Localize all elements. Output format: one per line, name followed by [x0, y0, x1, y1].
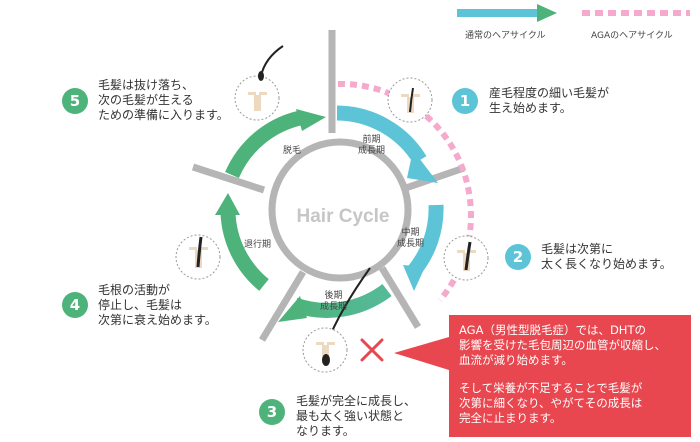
phase-spokes: [191, 30, 466, 342]
follicle-icon-1: [387, 77, 433, 123]
follicle-icon-2: [443, 235, 489, 281]
phase-middle-label: 中期成長期: [397, 228, 425, 249]
cycle-arrowhead-shedding: [296, 109, 326, 131]
cycle-arrowhead-late: [278, 296, 307, 322]
step-4-text: 毛根の活動が停止し、毛髪は次第に衰え始めます。: [98, 283, 217, 327]
cycle-arrowhead-regression: [215, 193, 240, 215]
aga-stop-cross-icon: [360, 338, 384, 362]
step-2-text: 毛髪は次第に太く長くなり始めます。: [541, 242, 672, 271]
center-circle: [268, 138, 412, 282]
step-1-text: 産毛程度の細い毛髪が生え始めます。: [489, 86, 610, 115]
phase-shedding-label: 脱毛: [283, 146, 302, 156]
step-5-badge: 5: [62, 88, 88, 114]
follicle-icon-3: [302, 327, 348, 373]
follicle-icon-4: [175, 234, 221, 280]
step-5-text: 毛髪は抜け落ち、次の毛髪が生えるための準備に入ります。: [98, 78, 229, 122]
legend-normal-arrow: [457, 4, 557, 22]
step-1-badge: 1: [452, 88, 478, 114]
cycle-arrowhead-early: [407, 150, 438, 183]
phase-early-label: 前期成長期: [358, 135, 386, 156]
legend-normal-label: 通常のヘアサイクル: [465, 31, 546, 41]
phase-regression-label: 退行期: [244, 240, 272, 250]
follicle-icon-5: [234, 45, 284, 121]
step-3-badge: 3: [259, 399, 285, 425]
aga-note-box: AGA（男性型脱毛症）では、DHTの 影響を受けた毛包周辺の血管が収縮し、 血流…: [449, 315, 691, 437]
center-title: Hair Cycle: [296, 206, 390, 227]
cycle-arrow-shedding: [225, 110, 302, 179]
phase-late-label: 後期成長期: [320, 291, 348, 312]
step-4-badge: 4: [62, 292, 88, 318]
legend-aga-label: AGAのヘアサイクル: [591, 31, 673, 41]
cycle-arrowhead-middle: [403, 265, 425, 291]
callout-pointer: [394, 337, 449, 370]
cycle-arrow-regression: [220, 212, 269, 291]
step-3-text: 毛髪が完全に成長し、最も太く強い状態となります。: [296, 394, 417, 438]
step-2-badge: 2: [505, 244, 531, 270]
